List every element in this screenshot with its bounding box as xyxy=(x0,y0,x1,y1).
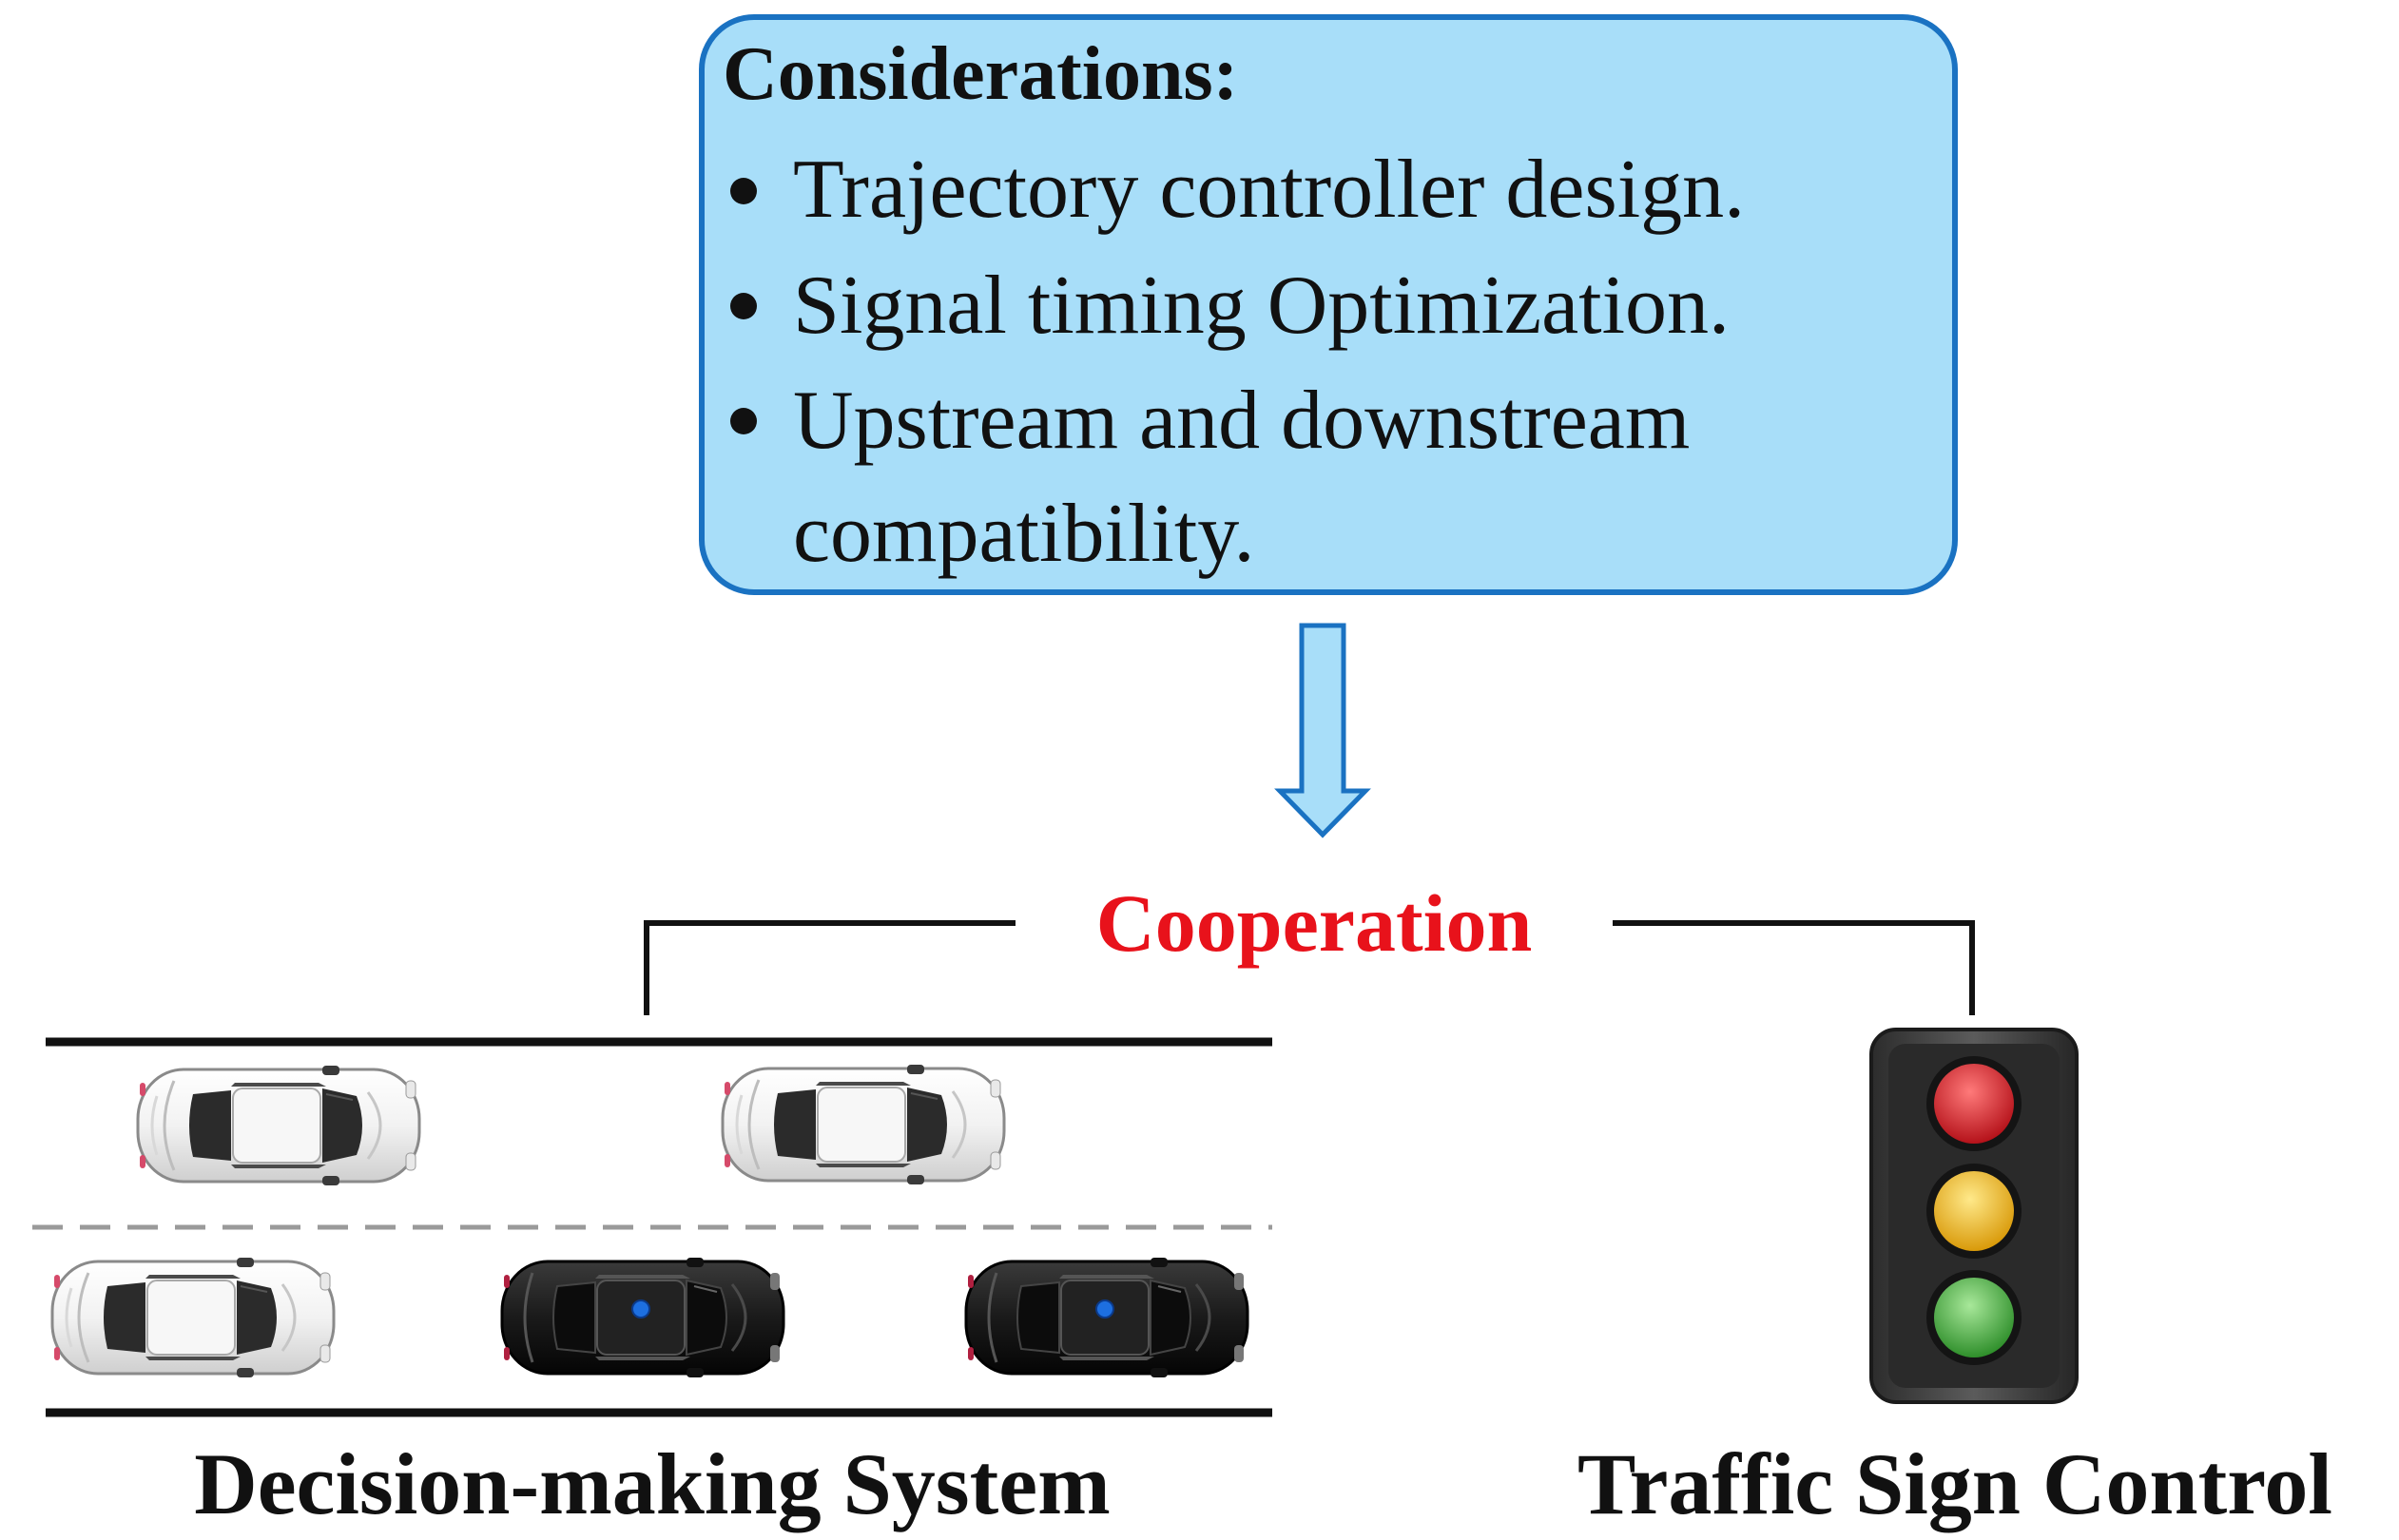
white-car-icon xyxy=(50,1256,336,1379)
yellow-light xyxy=(1934,1171,2014,1251)
green-light xyxy=(1934,1278,2014,1357)
considerations-title: Considerations: xyxy=(723,32,1238,116)
cooperation-label: Cooperation xyxy=(1096,877,1533,969)
white-car-icon xyxy=(721,1063,1006,1186)
consideration-item-3-line-2: compatibility. xyxy=(793,488,1255,580)
black-car-icon xyxy=(964,1256,1249,1379)
black-car-icon xyxy=(500,1256,785,1379)
decision-system-label: Decision-making System xyxy=(194,1435,1110,1532)
consideration-item-1: Trajectory controller design. xyxy=(793,144,1745,236)
bullet-dot xyxy=(730,178,757,204)
connector-left xyxy=(644,920,1016,1015)
consideration-item-2: Signal timing Optimization. xyxy=(793,260,1730,352)
cooperation-connector xyxy=(644,920,1975,1015)
down-arrow-icon xyxy=(1274,623,1371,838)
bullet-dot xyxy=(730,293,757,319)
traffic-control-label: Traffic Sign Control xyxy=(1577,1435,2332,1532)
white-car-icon xyxy=(136,1064,421,1187)
consideration-item-3-line-1: Upstream and downstream xyxy=(793,375,1690,467)
considerations-box-bg xyxy=(699,14,1958,595)
red-light xyxy=(1934,1064,2014,1144)
road xyxy=(32,1037,1272,1417)
bullet-dot xyxy=(730,408,757,434)
traffic-light-icon xyxy=(1869,1028,2079,1404)
connector-right xyxy=(1613,920,1975,1015)
considerations-box: Considerations: Trajectory controller de… xyxy=(699,14,1958,595)
